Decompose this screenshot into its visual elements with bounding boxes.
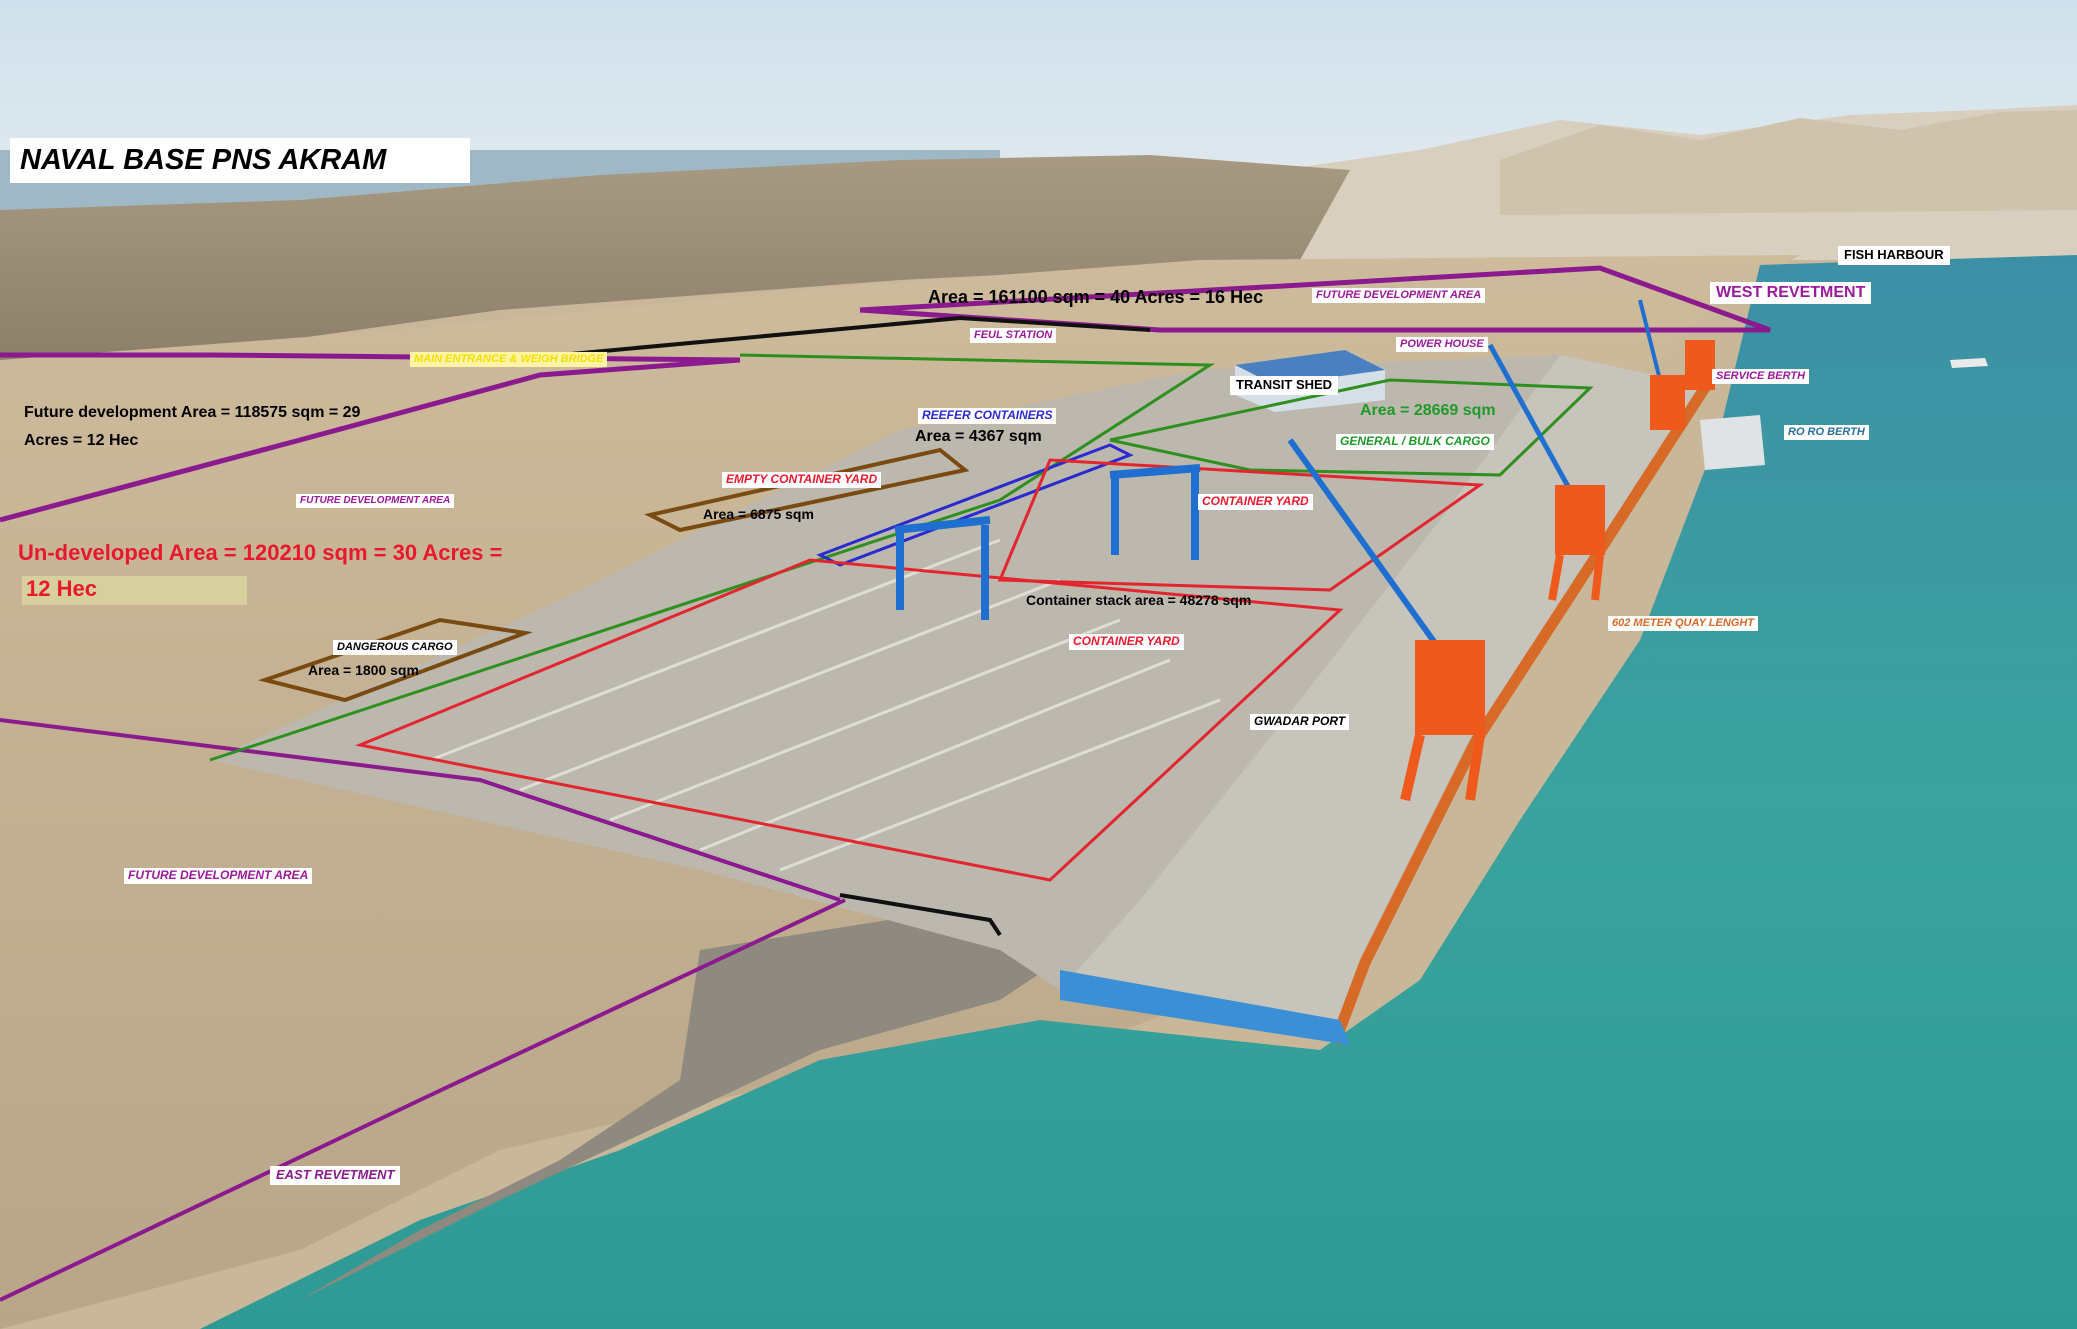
east-boundary-upper xyxy=(0,718,841,902)
main-entrance-label: MAIN ENTRANCE & WEIGH BRIDGE xyxy=(410,352,608,367)
container-stack-label: Container stack area = 48278 sqm xyxy=(1026,592,1252,608)
container-yard-boundary-lower xyxy=(354,558,1344,882)
area-28669-label: Area = 28669 sqm xyxy=(1360,402,1496,419)
page-title: NAVAL BASE PNS AKRAM xyxy=(10,138,470,184)
quay-cranes xyxy=(1287,299,1715,802)
pier-support xyxy=(1060,970,1350,1045)
future-dev-boundary-left xyxy=(0,352,741,523)
transit-shed-label: TRANSIT SHED xyxy=(1230,376,1339,395)
fish-harbour-label: FISH HARBOUR xyxy=(1838,246,1950,265)
empty-container-yard-label: EMPTY CONTAINER YARD xyxy=(722,472,882,488)
sea xyxy=(200,255,2077,1329)
area-4367-label: Area = 4367 sqm xyxy=(915,428,1042,445)
rtg-crane xyxy=(894,464,1201,620)
right-cliff-face xyxy=(1500,110,2077,215)
green-boundary xyxy=(209,353,1215,762)
undeveloped-line1: Un-developed Area = 120210 sqm = 30 Acre… xyxy=(18,540,503,565)
west-revetment-label: WEST REVETMENT xyxy=(1710,282,1872,305)
left-cliff xyxy=(0,155,1350,380)
area-6875-label: Area = 6875 sqm xyxy=(703,506,814,522)
future-dev-118575-line1: Future development Area = 118575 sqm = 2… xyxy=(24,404,361,421)
vessel xyxy=(1700,415,1765,470)
container-yard-lower-label: CONTAINER YARD xyxy=(1069,634,1184,650)
container-yard-upper-label: CONTAINER YARD xyxy=(1198,494,1313,510)
fuel-station-label: FEUL STATION xyxy=(970,328,1057,343)
area-1800-label: Area = 1800 sqm xyxy=(308,662,419,678)
breakwater-rocks xyxy=(300,910,1060,1300)
east-revetment-label: EAST REVETMENT xyxy=(270,1166,401,1185)
black-boundary-top xyxy=(559,315,1151,357)
general-cargo-boundary xyxy=(1109,378,1594,477)
undeveloped-line2: 12 Hec xyxy=(22,576,247,606)
gwadar-port-label: GWADAR PORT xyxy=(1250,714,1350,730)
reefer-containers-label: REEFER CONTAINERS xyxy=(918,408,1057,424)
boat xyxy=(1950,358,1988,368)
quay-apron xyxy=(1060,355,1700,1040)
black-boundary-bottom xyxy=(839,893,1002,937)
power-house-label: POWER HOUSE xyxy=(1396,337,1488,352)
future-dev-118575-line2: Acres = 12 Hec xyxy=(24,432,139,449)
future-dev-left-label: FUTURE DEVELOPMENT AREA xyxy=(296,494,455,508)
east-revetment-line xyxy=(0,898,846,1302)
empty-container-yard-boundary xyxy=(644,447,970,533)
future-dev-bottom-label: FUTURE DEVELOPMENT AREA xyxy=(124,868,313,884)
container-yard-boundary-upper xyxy=(997,458,1485,592)
quay-length-label: 602 METER QUAY LENGHT xyxy=(1608,616,1759,631)
ro-ro-berth-label: RO RO BERTH xyxy=(1784,425,1869,440)
service-berth-label: SERVICE BERTH xyxy=(1712,369,1810,384)
general-bulk-cargo-label: GENERAL / BULK CARGO xyxy=(1336,434,1494,450)
dangerous-cargo-label: DANGEROUS CARGO xyxy=(333,640,457,655)
area-161100-label: Area = 161100 sqm = 40 Acres = 16 Hec xyxy=(928,287,1264,307)
future-dev-top-label: FUTURE DEVELOPMENT AREA xyxy=(1312,288,1486,303)
